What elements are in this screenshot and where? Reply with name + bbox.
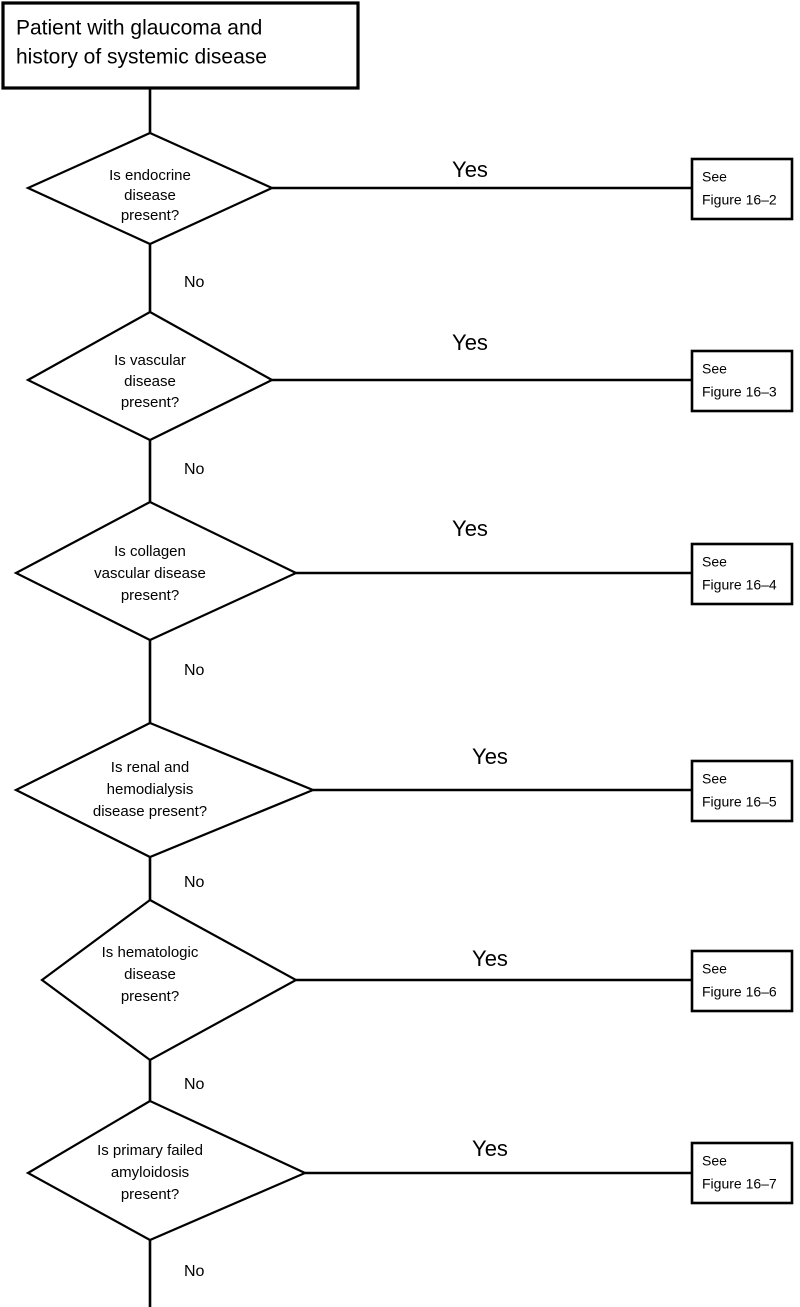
diamond-collagen-line-1: Is collagen <box>114 543 186 560</box>
reference-box-rect-4 <box>690 759 794 823</box>
reference-box-2-line-2: Figure 16–3 <box>702 384 777 400</box>
decision-node-primary-failed-amyloidosis[interactable]: Is primary failed amyloidosis present? <box>25 1099 308 1242</box>
diamond-vascular-line-2: disease <box>124 373 176 390</box>
decision-node-endocrine[interactable]: Is endocrine disease present? <box>25 131 275 246</box>
title-line-1: Patient with glaucoma and <box>16 17 262 40</box>
yes-label-renal-hemodialysis: Yes <box>472 744 508 769</box>
reference-box-5-line-1: See <box>702 961 727 977</box>
no-label-renal-hemodialysis: No <box>184 874 205 891</box>
reference-box-rect-1 <box>690 157 794 221</box>
diamond-renal-line-2: hemodialysis <box>107 781 194 798</box>
diamond-amyloidosis-line-3: present? <box>121 1186 179 1203</box>
reference-box-5-line-2: Figure 16–6 <box>702 984 777 1000</box>
decision-node-collagen-vascular[interactable]: Is collagen vascular disease present? <box>13 500 299 642</box>
yes-label-collagen-vascular: Yes <box>452 516 488 541</box>
reference-box-rect-6 <box>690 1141 794 1205</box>
reference-box-rect-2 <box>690 349 794 413</box>
reference-box-figure-16-7[interactable]: See Figure 16–7 <box>690 1141 794 1205</box>
no-label-endocrine: No <box>184 274 205 291</box>
diamond-renal-line-1: Is renal and <box>111 759 189 776</box>
diamond-collagen-line-3: present? <box>121 587 179 604</box>
reference-box-4-line-2: Figure 16–5 <box>702 794 777 810</box>
diamond-endocrine-line-1: Is endocrine <box>109 167 191 184</box>
diamond-amyloidosis-line-1: Is primary failed <box>97 1142 203 1159</box>
diamond-amyloidosis-line-2: amyloidosis <box>111 1164 189 1181</box>
diamond-renal-line-3: disease present? <box>93 803 207 820</box>
reference-box-figure-16-4[interactable]: See Figure 16–4 <box>690 542 794 606</box>
decision-node-vascular[interactable]: Is vascular disease present? <box>25 310 275 442</box>
reference-box-figure-16-2[interactable]: See Figure 16–2 <box>690 157 794 221</box>
diamond-hematologic-line-2: disease <box>124 966 176 983</box>
diamond-endocrine-line-3: present? <box>121 207 179 224</box>
no-label-vascular: No <box>184 461 205 478</box>
reference-box-4-line-1: See <box>702 771 727 787</box>
reference-box-1-line-1: See <box>702 169 727 185</box>
reference-box-figure-16-5[interactable]: See Figure 16–5 <box>690 759 794 823</box>
diamond-collagen-line-2: vascular disease <box>94 565 206 582</box>
title-line-2: history of systemic disease <box>16 46 267 69</box>
reference-box-1-line-2: Figure 16–2 <box>702 192 777 208</box>
reference-box-rect-3 <box>690 542 794 606</box>
diamond-hematologic-line-1: Is hematologic <box>102 944 199 961</box>
diamond-vascular-line-3: present? <box>121 394 179 411</box>
diamond-hematologic-line-3: present? <box>121 988 179 1005</box>
reference-box-rect-5 <box>690 949 794 1013</box>
yes-label-endocrine: Yes <box>452 157 488 182</box>
decision-node-renal-hemodialysis[interactable]: Is renal and hemodialysis disease presen… <box>13 721 316 859</box>
reference-box-6-line-1: See <box>702 1153 727 1169</box>
reference-box-figure-16-3[interactable]: See Figure 16–3 <box>690 349 794 413</box>
reference-box-2-line-1: See <box>702 361 727 377</box>
reference-box-3-line-1: See <box>702 554 727 570</box>
decision-node-hematologic[interactable]: Is hematologic disease present? <box>40 898 299 1062</box>
title-box-rect <box>1 1 360 90</box>
diamond-endocrine-line-2: disease <box>124 187 176 204</box>
no-label-primary-failed-amyloidosis: No <box>184 1263 205 1280</box>
reference-box-6-line-2: Figure 16–7 <box>702 1176 777 1192</box>
no-label-collagen-vascular: No <box>184 662 205 679</box>
diamond-vascular-line-1: Is vascular <box>114 352 186 369</box>
title-box: Patient with glaucoma and history of sys… <box>1 1 360 90</box>
yes-label-vascular: Yes <box>452 330 488 355</box>
yes-label-hematologic: Yes <box>472 946 508 971</box>
reference-box-3-line-2: Figure 16–4 <box>702 577 777 593</box>
no-label-hematologic: No <box>184 1076 205 1093</box>
reference-box-figure-16-6[interactable]: See Figure 16–6 <box>690 949 794 1013</box>
yes-label-primary-failed-amyloidosis: Yes <box>472 1136 508 1161</box>
